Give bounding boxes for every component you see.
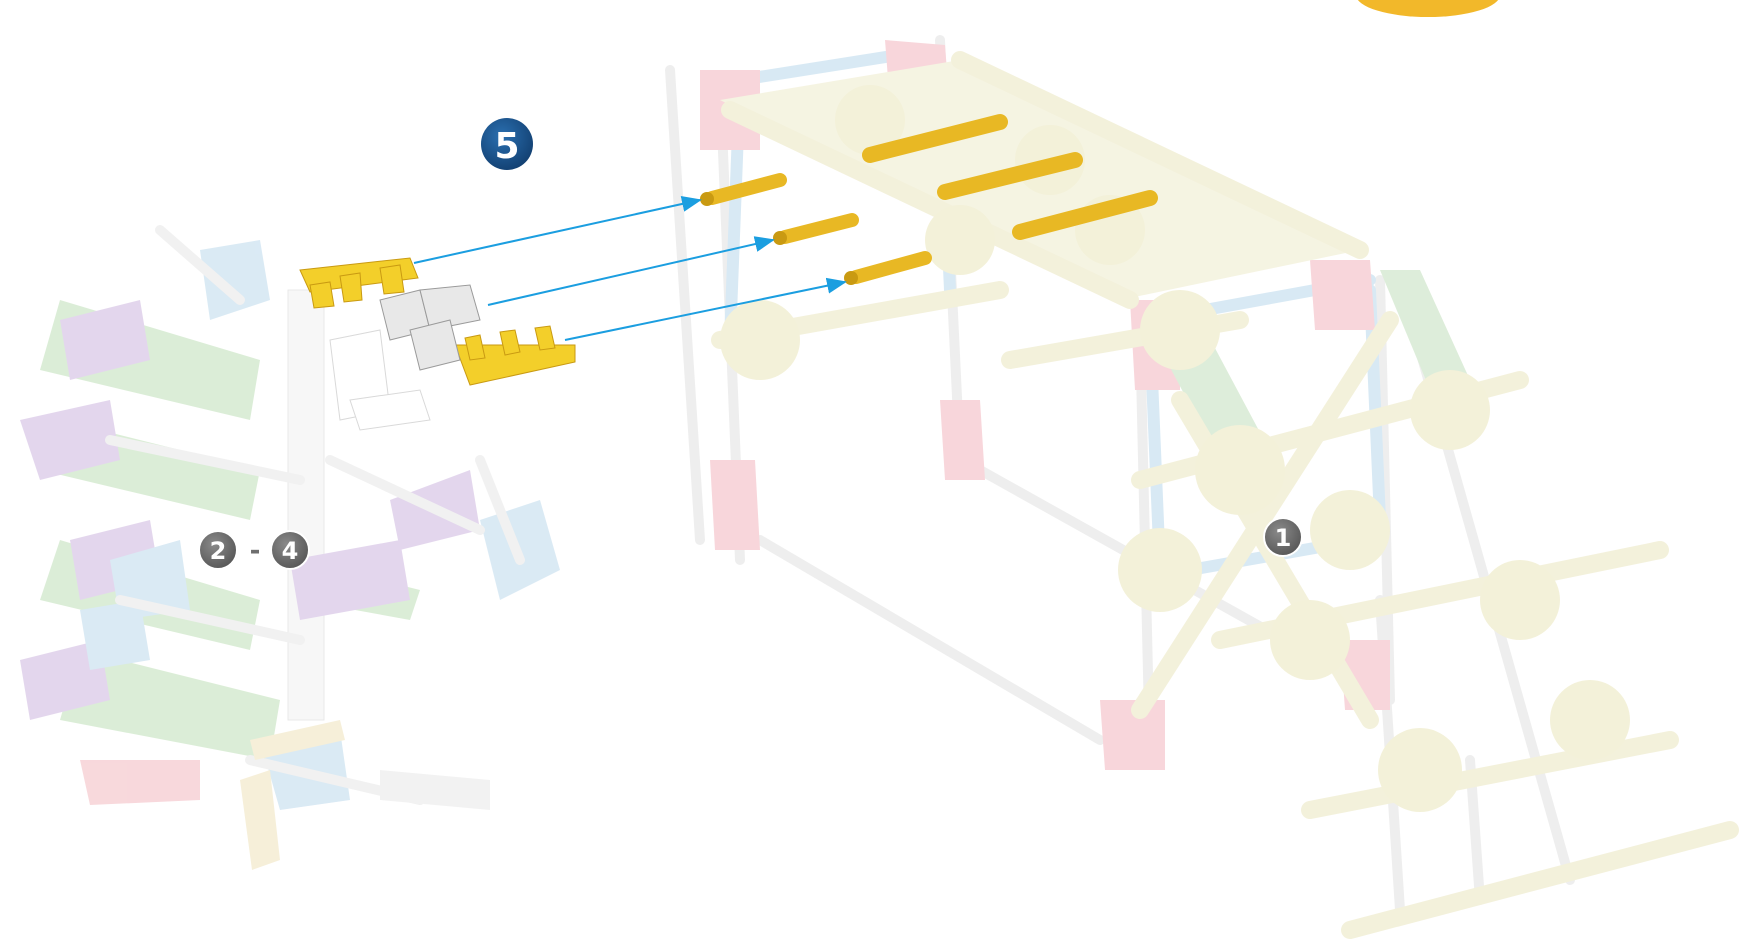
- step-number: 5: [494, 126, 519, 167]
- reference-step-one: 1: [1275, 524, 1292, 552]
- reference-step-separator: -: [250, 536, 261, 566]
- yellow-connectors-group: [300, 258, 575, 430]
- corner-decoration: [1356, 0, 1500, 17]
- reference-step-badge: 1: [1264, 518, 1302, 556]
- reference-step-start: 2: [210, 537, 227, 565]
- assembly-arrow: [414, 200, 700, 263]
- reference-step-range-badge: 2 - 4: [199, 531, 309, 569]
- step-number-badge: 5: [481, 118, 533, 170]
- reference-step-end: 4: [282, 537, 299, 565]
- bridge-model-ghost: [670, 40, 1730, 930]
